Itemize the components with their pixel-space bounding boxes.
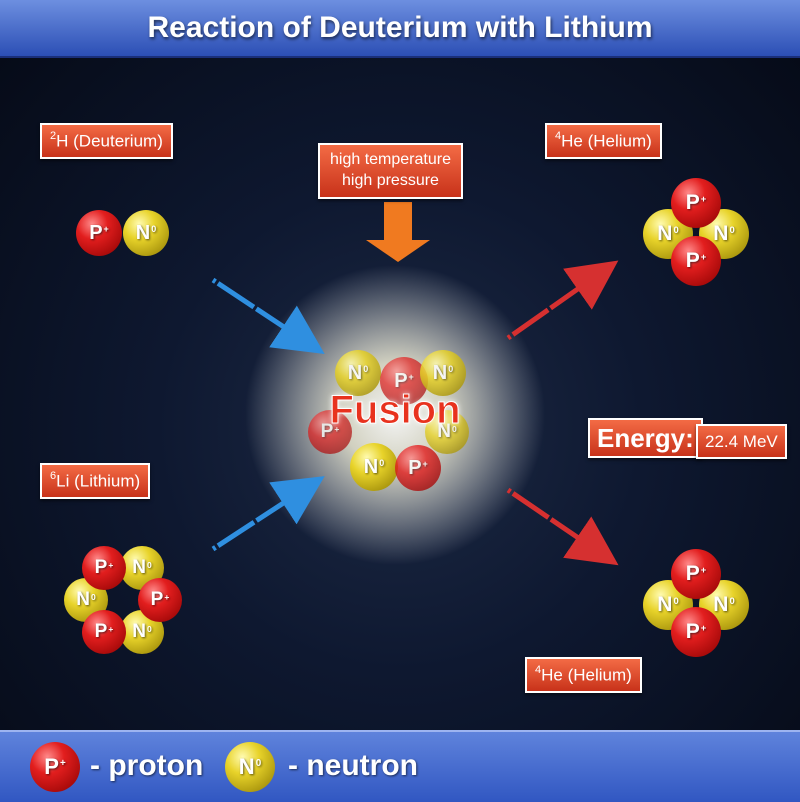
condition-pressure: high pressure: [342, 171, 439, 189]
helium-bottom-proton: P+: [671, 549, 721, 599]
lithium-proton: P+: [82, 610, 126, 654]
lithium-label-text: Li (Lithium): [56, 471, 141, 491]
incoming-arrow-bottom: [211, 476, 325, 552]
condition-temperature: high temperature: [330, 151, 451, 168]
lithium-mass-number: 6: [50, 470, 57, 482]
helium-bottom-label-text: He (Helium): [541, 665, 632, 685]
incoming-arrow-top: [211, 277, 325, 355]
helium-top-proton: P+: [671, 236, 721, 286]
conditions-box: high temperature high pressure: [318, 143, 463, 199]
lithium-label: 6Li (Lithium): [40, 463, 151, 499]
fusion-text: Fusion: [329, 388, 461, 433]
fusion-proton: P+: [380, 357, 428, 405]
helium-top-mass-number: 4: [555, 130, 562, 142]
energy-label: Energy:: [588, 418, 703, 458]
deuterium-label: 2H (Deuterium): [40, 123, 173, 159]
pressure-arrow: [366, 202, 430, 262]
outgoing-arrow-top: [506, 260, 619, 341]
helium-top-proton: P+: [671, 178, 721, 228]
deuterium-label-text: H (Deuterium): [56, 131, 163, 151]
helium-top-label: 4He (Helium): [545, 123, 662, 159]
outgoing-arrow-bottom: [506, 487, 619, 566]
lithium-proton: P+: [138, 578, 182, 622]
helium-bottom-label: 4He (Helium): [525, 657, 642, 693]
helium-top-label-text: He (Helium): [561, 131, 652, 151]
page-title: Reaction of Deuterium with Lithium: [147, 11, 653, 44]
helium-bottom-mass-number: 4: [535, 664, 542, 676]
lithium-proton: P+: [82, 546, 126, 590]
deuterium-mass-number: 2: [50, 130, 57, 142]
fusion-proton: P+: [395, 445, 441, 491]
energy-value: 22.4 MeV: [696, 424, 787, 459]
legend-proton-icon: P+: [30, 742, 80, 792]
deuterium-proton: P+: [76, 210, 122, 256]
legend-proton-text: - proton: [90, 749, 204, 782]
fusion-proton: P+: [308, 410, 352, 454]
title-bar: Reaction of Deuterium with Lithium: [0, 0, 800, 58]
helium-bottom-proton: P+: [671, 607, 721, 657]
legend-neutron-text: - neutron: [288, 749, 418, 782]
